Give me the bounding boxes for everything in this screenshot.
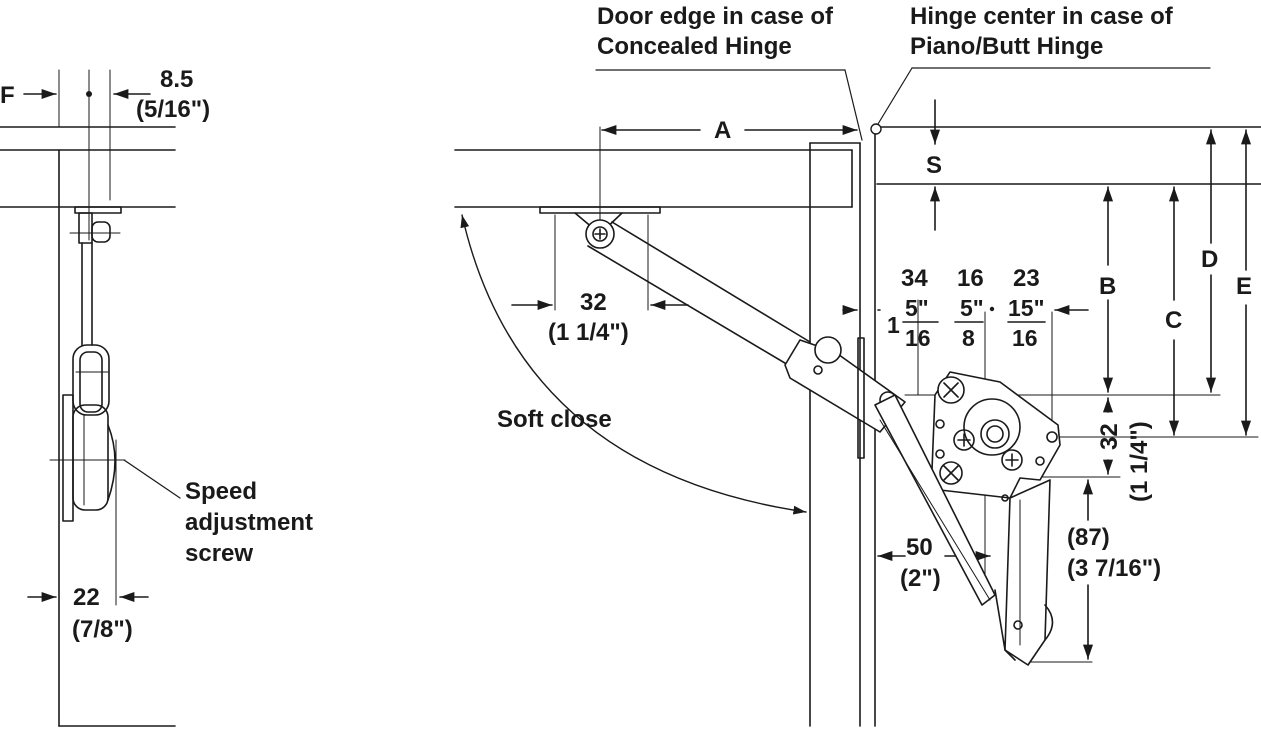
dimension-22-mm: 22 — [73, 584, 100, 611]
fraction-3-numerator: 15" — [1008, 295, 1045, 321]
fraction-3-denominator: 16 — [1012, 325, 1038, 351]
side-view-drawing — [0, 69, 181, 727]
dimension-32-vertical-mm: 32 — [1096, 423, 1123, 450]
dimension-32-vertical-inch: (1 1/4") — [1126, 421, 1153, 502]
speed-screw-label-line3: screw — [185, 540, 253, 567]
dimension-c-label: C — [1165, 307, 1182, 334]
labels: Door edge in case of Concealed Hinge Hin… — [0, 3, 1252, 643]
dimension-8-5-inch: (5/16") — [136, 96, 210, 123]
dimension-8-5-mm: 8.5 — [160, 66, 193, 93]
dimension-b-label: B — [1099, 273, 1116, 300]
fraction-2-numerator: 5" — [960, 295, 984, 321]
fraction-1-numerator: 5" — [905, 295, 929, 321]
dimension-87-inch: (3 7/16") — [1067, 555, 1161, 582]
fraction-1-whole: 1 — [887, 312, 900, 338]
fraction-1-denominator: 16 — [905, 325, 931, 351]
dimension-f-label: F — [0, 82, 15, 109]
dimension-e-label: E — [1236, 273, 1252, 300]
dimension-23: 23 — [1013, 265, 1040, 292]
dimension-d-label: D — [1201, 246, 1218, 273]
soft-close-label: Soft close — [497, 406, 612, 433]
dimension-a-label: A — [714, 117, 731, 144]
hinge-center-label-line2: Piano/Butt Hinge — [910, 33, 1103, 60]
door-edge-label-line1: Door edge in case of — [597, 3, 834, 30]
dimension-22-inch: (7/8") — [72, 616, 133, 643]
fraction-2-denominator: 8 — [962, 325, 975, 351]
dimension-87-mm: (87) — [1067, 524, 1110, 551]
dimension-34: 34 — [901, 265, 928, 292]
dimension-32-inch: (1 1/4") — [548, 319, 629, 346]
dimension-16: 16 — [957, 265, 984, 292]
door-edge-label-line2: Concealed Hinge — [597, 33, 792, 60]
speed-screw-label-line1: Speed — [185, 478, 257, 505]
hinge-center-label-line1: Hinge center in case of — [910, 3, 1174, 30]
front-view-drawing — [454, 67, 1261, 727]
dimension-32-mm: 32 — [580, 289, 607, 316]
speed-screw-label-line2: adjustment — [185, 509, 313, 536]
dimension-s-label: S — [926, 152, 942, 179]
dimension-50-mm: 50 — [906, 534, 933, 561]
dimension-50-inch: (2") — [900, 565, 941, 592]
